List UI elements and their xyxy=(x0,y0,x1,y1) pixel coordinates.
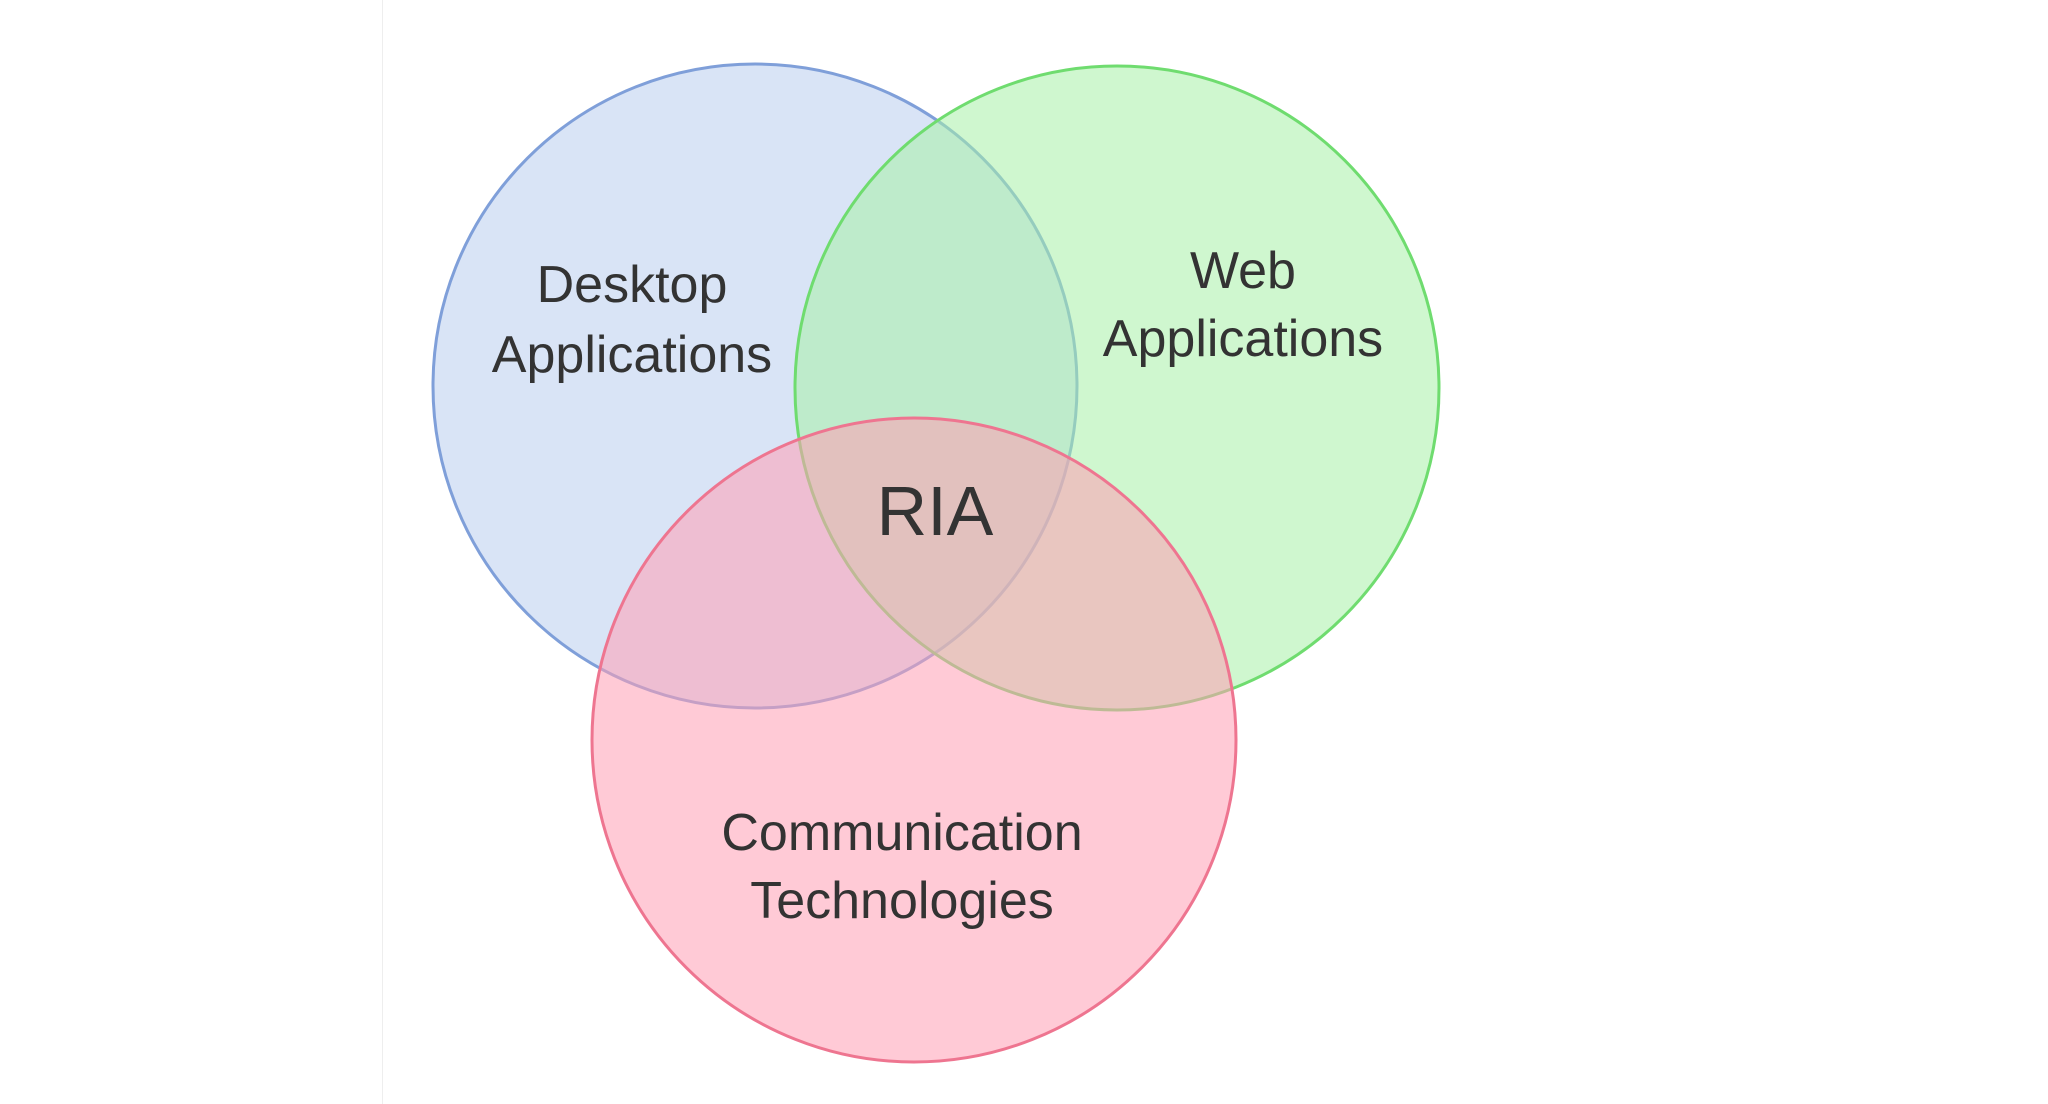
label-desktop-line-2: Applications xyxy=(492,326,772,384)
label-desktop-line-1: Desktop xyxy=(537,256,728,314)
left-divider xyxy=(382,0,383,1104)
label-communication-line-1: Communication xyxy=(721,804,1082,862)
circle-communication-technologies xyxy=(590,416,1238,1064)
label-web-line-2: Applications xyxy=(1103,310,1383,368)
label-communication-line-2: Technologies xyxy=(750,872,1054,930)
label-center-ria: RIA xyxy=(877,472,994,550)
label-web-line-1: Web xyxy=(1190,242,1296,300)
